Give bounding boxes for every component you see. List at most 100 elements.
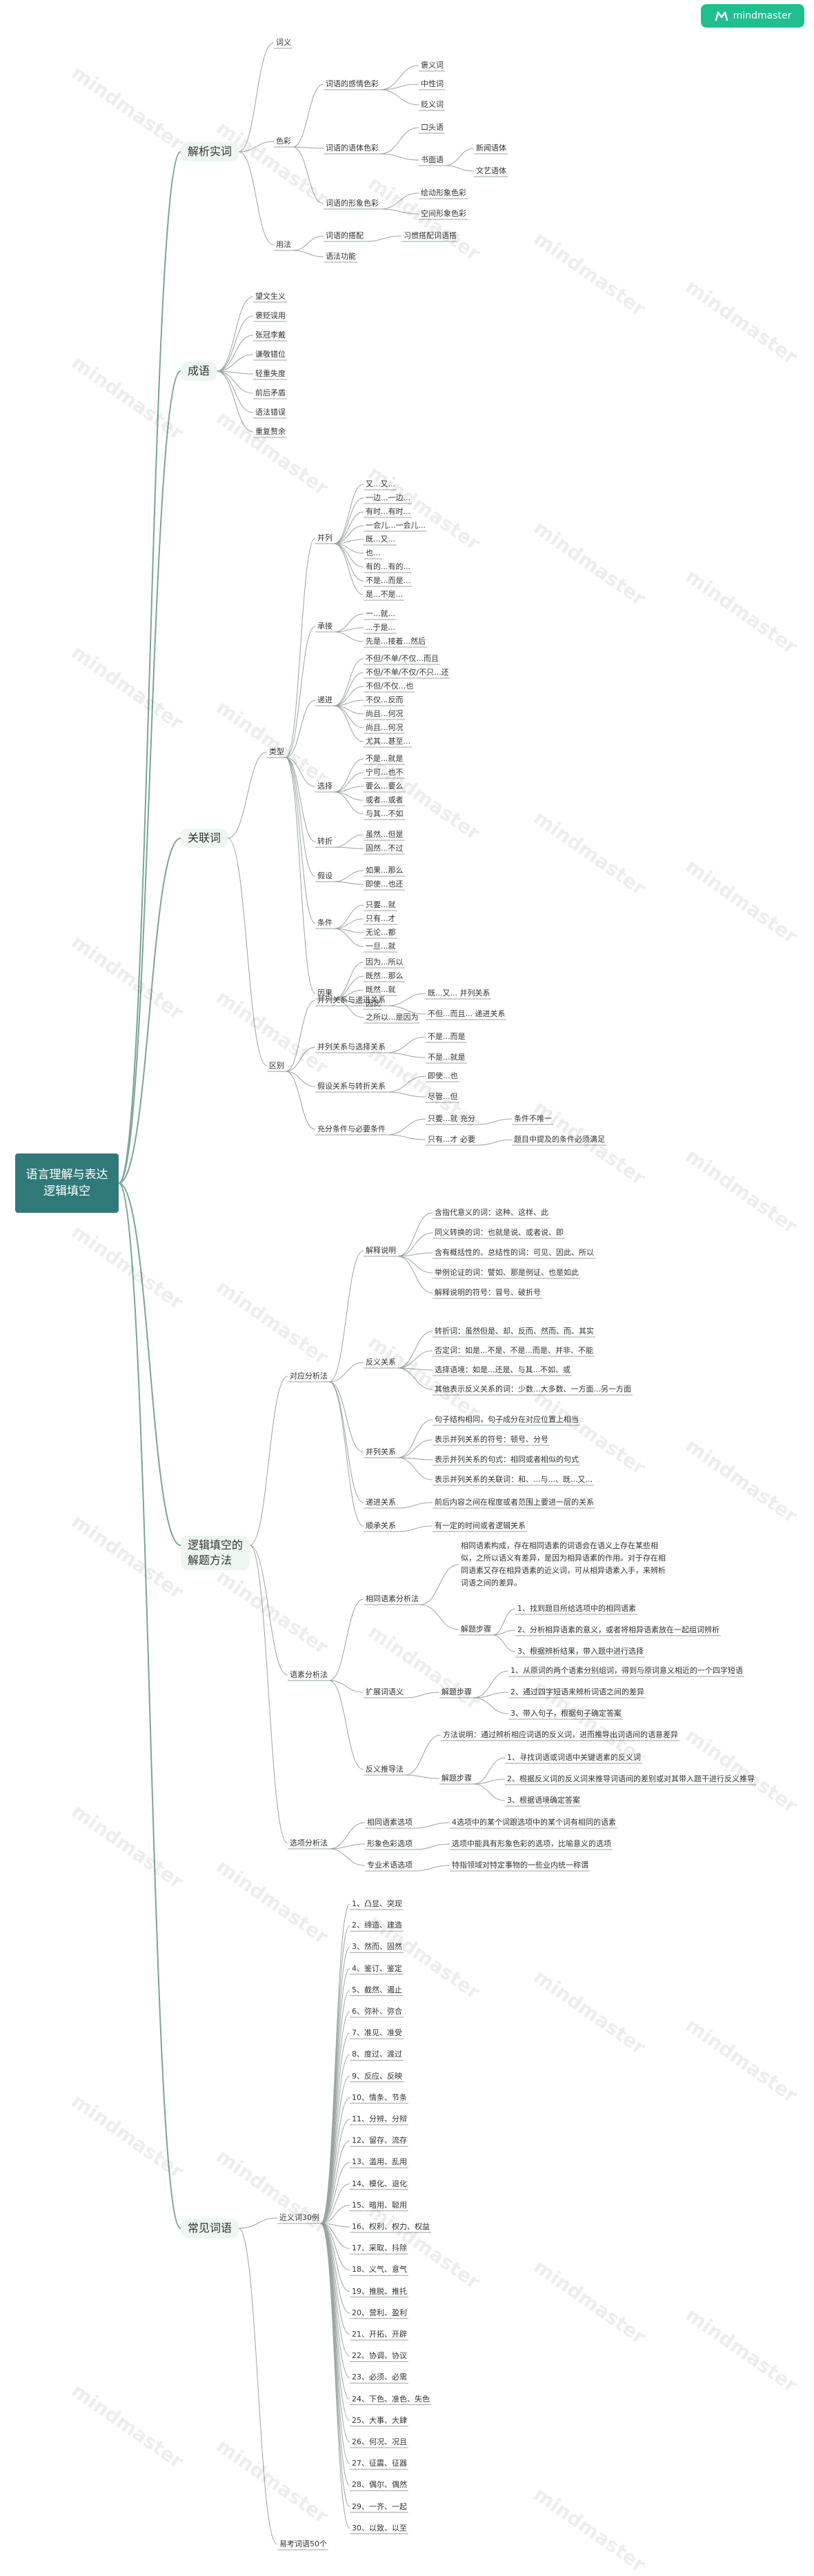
jinyi-item[interactable]: 9、反应、反映 bbox=[352, 2071, 402, 2081]
kuozhan-step[interactable]: 1、从原词的两个语素分别组词，得到与原词意义相近的一个四字短语 bbox=[510, 1666, 743, 1675]
node-xinwen[interactable]: 新闻语体 bbox=[476, 143, 506, 152]
node-ganqing[interactable]: 词语的感情色彩 bbox=[326, 79, 379, 88]
jinyi-item[interactable]: 1、凸显、突现 bbox=[352, 1899, 402, 1908]
gl-bingli-item[interactable]: 也... bbox=[366, 548, 381, 557]
chengyu-item[interactable]: 褒贬误用 bbox=[255, 311, 286, 320]
jinyi-item[interactable]: 4、鉴订、鉴定 bbox=[352, 1963, 402, 1973]
node-wenyi[interactable]: 文艺语体 bbox=[476, 166, 506, 175]
shuncheng-text[interactable]: 有一定的时间或者逻辑关系 bbox=[435, 1521, 526, 1530]
gl-zhuanzhe[interactable]: 转折 bbox=[317, 837, 332, 846]
gl-dijin-item[interactable]: 尤其...甚至... bbox=[366, 737, 410, 746]
bingli-item[interactable]: 表示并列关系的关联词：和、...与...、既...又... bbox=[435, 1475, 593, 1484]
gl-bingli-item[interactable]: 有的...有的... bbox=[366, 562, 410, 571]
gl-dijin-item[interactable]: 尚且...何况 bbox=[366, 709, 404, 718]
jinyi-item[interactable]: 8、度过、渡过 bbox=[352, 2050, 402, 2059]
gl-tiaojian-item[interactable]: 只要...就 bbox=[366, 900, 396, 909]
gl-xuanze-item[interactable]: 宁可...也不 bbox=[366, 768, 404, 777]
jieshi-item[interactable]: 同义转换的词：也就是说、或者说、即 bbox=[435, 1228, 564, 1237]
qubie-1[interactable]: 并列关系与递进关系 bbox=[317, 995, 386, 1004]
gl-dijin-item[interactable]: 不仅...反而 bbox=[366, 695, 404, 704]
dijin-text[interactable]: 前后内容之间在程度或者范围上要进一层的关系 bbox=[435, 1498, 594, 1507]
node-xingxiang[interactable]: 词语的形象色彩 bbox=[326, 199, 379, 208]
gl-jiashe-item[interactable]: 如果...那么 bbox=[366, 866, 404, 875]
gl-yinguo-item[interactable]: 因为...所以 bbox=[366, 958, 404, 967]
gl-dijin-item[interactable]: 尚且...何况 bbox=[366, 723, 404, 732]
jinyi-item[interactable]: 12、留存、流存 bbox=[352, 2136, 407, 2146]
jinyi-item[interactable]: 11、分辨、分辩 bbox=[352, 2114, 407, 2123]
node-bian[interactable]: 贬义词 bbox=[421, 100, 444, 109]
gl-zhuanzhe-item[interactable]: 固然...不过 bbox=[366, 844, 404, 853]
gl-tiaojian-item[interactable]: 一旦...就 bbox=[366, 942, 396, 951]
node-qubie[interactable]: 区别 bbox=[269, 1061, 284, 1070]
chengyu-item[interactable]: 谦敬错位 bbox=[255, 350, 286, 359]
node-yusu[interactable]: 语素分析法 bbox=[290, 1670, 328, 1679]
gl-bingli-item[interactable]: 一边...一边... bbox=[366, 493, 410, 502]
gl-xuanze[interactable]: 选择 bbox=[317, 782, 332, 791]
jinyi-item[interactable]: 24、下色、准色、失色 bbox=[352, 2394, 430, 2404]
chengyu-item[interactable]: 张冠李戴 bbox=[255, 330, 286, 339]
fanyi-item[interactable]: 选择语境：如是...还是、与其...不如、或 bbox=[435, 1365, 570, 1374]
node-yilun[interactable]: 易考词语50个 bbox=[279, 2539, 327, 2548]
xiangtong-step[interactable]: 1、找到题目所给选项中的相同语素 bbox=[517, 1604, 636, 1613]
gl-dijin[interactable]: 递进 bbox=[317, 695, 332, 704]
gl-chengjie-item[interactable]: 一...就... bbox=[366, 609, 395, 618]
jieshi-item[interactable]: 含指代意义的词：这种、这样、此 bbox=[435, 1208, 548, 1217]
node-xiangtong[interactable]: 相同语素分析法 bbox=[366, 1594, 419, 1603]
qubie-2[interactable]: 并列关系与选择关系 bbox=[317, 1042, 386, 1051]
gl-yinguo[interactable]: 因果 bbox=[317, 989, 332, 998]
jinyi-item[interactable]: 25、大事、大肆 bbox=[352, 2415, 407, 2425]
node-zhong[interactable]: 中性词 bbox=[421, 79, 444, 88]
node-jieti-3[interactable]: 解题步骤 bbox=[441, 1774, 472, 1783]
node-kongjian[interactable]: 空间形象色彩 bbox=[421, 209, 466, 218]
node-yufa[interactable]: 语法功能 bbox=[326, 252, 356, 261]
node-bao[interactable]: 褒义词 bbox=[421, 61, 444, 70]
node-secai[interactable]: 色彩 bbox=[276, 137, 291, 146]
qubie-4a[interactable]: 只要...就 充分 bbox=[428, 1114, 475, 1123]
gl-chengjie-item[interactable]: ...于是... bbox=[366, 623, 395, 632]
jinyi-item[interactable]: 16、权利、权力、权益 bbox=[352, 2222, 430, 2231]
gl-jiashe[interactable]: 假设 bbox=[317, 871, 332, 880]
qubie-3b[interactable]: 尽管...但 bbox=[428, 1092, 458, 1101]
xuanxiang-key[interactable]: 相同语素选项 bbox=[367, 1818, 413, 1827]
node-yuti[interactable]: 词语的语体色彩 bbox=[326, 143, 379, 152]
node-kouyu[interactable]: 口头语 bbox=[421, 123, 444, 132]
qubie-3[interactable]: 假设关系与转折关系 bbox=[317, 1082, 386, 1091]
kuozhan-step[interactable]: 2、通过四字短语来辨析词语之间的差异 bbox=[510, 1687, 644, 1696]
gl-yinguo-item[interactable]: 因此 bbox=[366, 999, 381, 1008]
branch-luoji[interactable]: 逻辑填空的 解题方法 bbox=[181, 1536, 250, 1570]
gl-yinguo-item[interactable]: 既然...就 bbox=[366, 985, 396, 994]
jinyi-item[interactable]: 17、采取、抖除 bbox=[352, 2243, 407, 2253]
fanyitui-text[interactable]: 方法说明：通过辨析相应词语的反义词，进而推导出词语间的语意差异 bbox=[443, 1730, 678, 1739]
gl-jiashe-item[interactable]: 即使...也还 bbox=[366, 880, 404, 889]
jinyi-item[interactable]: 18、义气、意气 bbox=[352, 2265, 407, 2275]
jinyi-item[interactable]: 14、模化、退化 bbox=[352, 2179, 407, 2188]
node-jieti-1[interactable]: 解题步骤 bbox=[461, 1625, 491, 1634]
node-bingli[interactable]: 并列关系 bbox=[366, 1447, 396, 1456]
gl-bingli-item[interactable]: 一会儿...一会儿... bbox=[366, 521, 426, 530]
fanyi-item[interactable]: 转折词：虽然但是、却、反而、然而、而、其实 bbox=[435, 1327, 594, 1336]
jinyi-item[interactable]: 26、何况、况且 bbox=[352, 2437, 407, 2446]
fanyi-item[interactable]: 否定词：如是...不是、不是...而是、并非、不能 bbox=[435, 1346, 593, 1355]
branch-jiexi[interactable]: 解析实词 bbox=[181, 142, 239, 161]
gl-chengjie-item[interactable]: 先是...接着...然后 bbox=[366, 637, 426, 646]
xuanxiang-value[interactable]: 选项中能具有形象色彩的选项，比喻意义的选项 bbox=[452, 1839, 611, 1848]
chengyu-item[interactable]: 重复赘余 bbox=[255, 427, 286, 436]
xiangtong-step[interactable]: 3、根据辨析结果，带入题中进行选择 bbox=[517, 1647, 644, 1656]
qubie-1b[interactable]: 不但...而且... 递进关系 bbox=[428, 1009, 506, 1018]
jieshi-item[interactable]: 解释说明的符号：冒号、破折号 bbox=[435, 1288, 541, 1297]
chengyu-item[interactable]: 轻重失度 bbox=[255, 369, 286, 378]
kuozhan-step[interactable]: 3、带入句子，根据句子确定答案 bbox=[510, 1709, 622, 1718]
qubie-4b-note[interactable]: 题目中提及的条件必须满足 bbox=[514, 1135, 605, 1144]
jinyi-item[interactable]: 27、征震、征器 bbox=[352, 2459, 407, 2468]
fanyitui-step[interactable]: 3、根据语境确定答案 bbox=[507, 1796, 580, 1805]
gl-xuanze-item[interactable]: 要么...要么 bbox=[366, 782, 404, 791]
gl-xuanze-item[interactable]: 不是...就是 bbox=[366, 754, 404, 763]
chengyu-item[interactable]: 前后矛盾 bbox=[255, 388, 286, 397]
node-kuozhan[interactable]: 扩展词语义 bbox=[366, 1687, 404, 1696]
jinyi-item[interactable]: 23、必须、必需 bbox=[352, 2372, 407, 2382]
qubie-2a[interactable]: 不是...而是 bbox=[428, 1032, 466, 1041]
jinyi-item[interactable]: 5、截然、遏止 bbox=[352, 1985, 402, 1994]
fanyitui-step[interactable]: 2、根据反义词的反义词来推导词语间的差别或对其带入题干进行反义推导 bbox=[507, 1774, 755, 1783]
gl-xuanze-item[interactable]: 与其...不如 bbox=[366, 809, 404, 818]
node-jieshi[interactable]: 解释说明 bbox=[366, 1246, 396, 1255]
